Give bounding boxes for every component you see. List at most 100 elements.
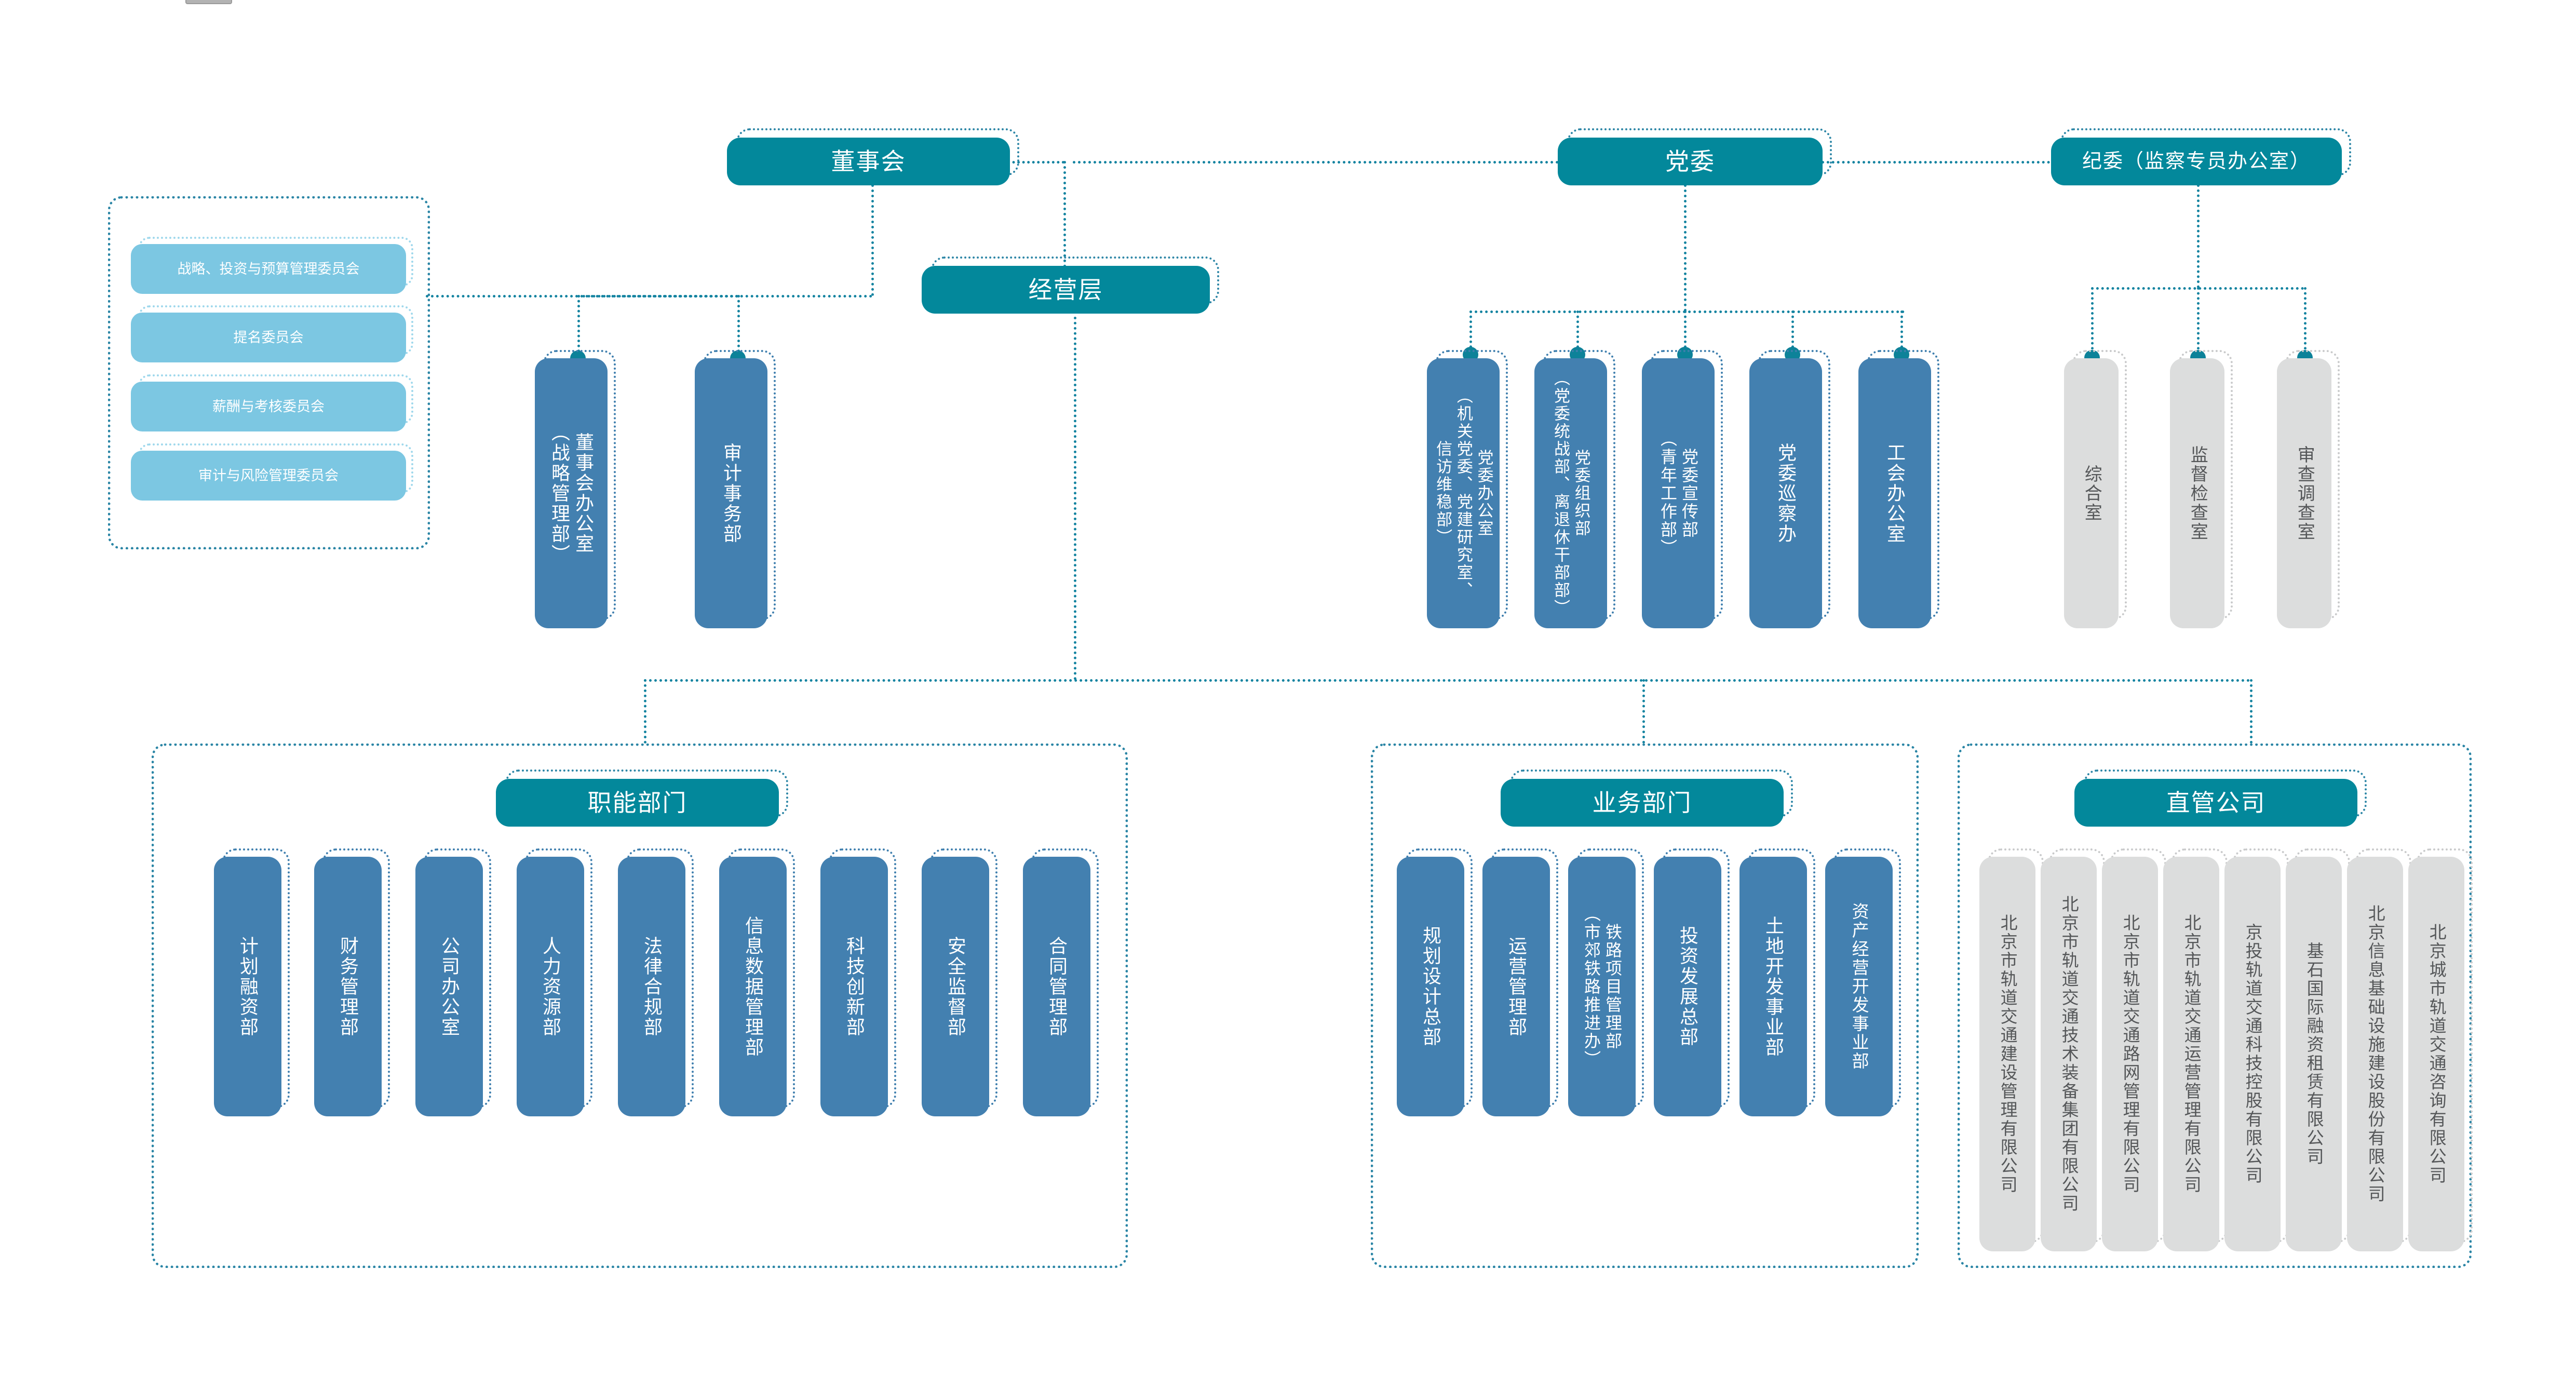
connector-board-right [1007,161,1064,164]
subsidiary-0[interactable]: 北京市轨道交通建设管理有限公司 [1979,848,2044,1251]
board-committee-frame [108,196,430,549]
connector-party-to-discipline [1822,161,2050,164]
subsidiary-label: 北京信息基础设施建设股份有限公司 [2366,905,2385,1204]
functional-department-5[interactable]: 信息数据管理部 [719,848,795,1116]
subsidiary-2[interactable]: 北京市轨道交通路网管理有限公司 [2102,848,2166,1251]
connector-board-child2 [737,295,740,357]
functional-department-label: 信息数据管理部 [743,915,764,1058]
committee-item-1[interactable]: 提名委员会 [131,305,413,362]
connector-board-right-down [1063,161,1066,273]
party-department-2[interactable]: 党委宣传部 （青年工作部） [1642,350,1723,628]
party-committee-node[interactable]: 党委 [1558,128,1832,185]
business-group-title[interactable]: 业务部门 [1501,770,1793,827]
connector-party-c5 [1900,310,1903,353]
subsidiary-6[interactable]: 北京信息基础设施建设股份有限公司 [2347,848,2411,1251]
subsidiary-label: 北京市轨道交通技术装备集团有限公司 [2059,895,2079,1213]
subsidiary-3[interactable]: 北京市轨道交通运营管理有限公司 [2163,848,2228,1251]
board-department-0[interactable]: 董事会办公室 （战略管理部） [535,350,616,628]
connector-board-down [871,184,874,296]
subsidiary-label: 基石国际融资租赁有限公司 [2304,942,2324,1166]
functional-department-label: 法律合规部 [641,936,663,1037]
connector-disc-c1 [2091,287,2094,355]
connector-disc-c2 [2197,287,2200,355]
party-department-label: 党委组织部 （党委统战部、离退休干部部） [1552,370,1590,617]
committee-label: 薪酬与考核委员会 [212,398,325,414]
subsidiary-label: 北京市轨道交通建设管理有限公司 [1998,914,2018,1194]
party-department-1[interactable]: 党委组织部 （党委统战部、离退休干部部） [1534,350,1615,628]
functional-department-label: 计划融资部 [237,936,259,1037]
connector-lower-right-drop [2250,679,2253,744]
business-department-0[interactable]: 规划设计总部 [1397,848,1473,1116]
party-department-0[interactable]: 党委办公室 （机关党委、党建研究室、 信访维稳部） [1427,350,1508,628]
connector-lower-mid-drop [1642,679,1645,744]
subsidiary-5[interactable]: 基石国际融资租赁有限公司 [2286,848,2350,1251]
connector-mgmt-down [1074,317,1076,680]
board-of-directors-node[interactable]: 董事会 [727,128,1019,185]
functional-department-7[interactable]: 安全监督部 [922,848,997,1116]
subsidiary-label: 北京市轨道交通运营管理有限公司 [2182,914,2202,1194]
subsidiary-label: 北京市轨道交通路网管理有限公司 [2121,914,2140,1194]
functional-group-title-label: 职能部门 [587,789,687,816]
business-department-label: 运营管理部 [1506,936,1528,1037]
discipline-department-1[interactable]: 监督检查室 [2170,350,2233,628]
functional-group-title[interactable]: 职能部门 [496,770,788,827]
business-department-1[interactable]: 运营管理部 [1482,848,1558,1116]
subsidiary-group-title-label: 直管公司 [2166,789,2266,816]
connector-party-children-bus [1469,310,1905,313]
business-group-title-label: 业务部门 [1592,789,1692,816]
subsidiary-group-frame [1958,744,2472,1268]
committee-item-0[interactable]: 战略、投资与预算管理委员会 [131,237,413,294]
board-department-1[interactable]: 审计事务部 [695,350,776,628]
functional-department-4[interactable]: 法律合规部 [618,848,694,1116]
business-department-4[interactable]: 土地开发事业部 [1739,848,1815,1116]
discipline-department-0[interactable]: 综合室 [2064,350,2127,628]
functional-department-6[interactable]: 科技创新部 [820,848,896,1116]
business-department-label: 铁路项目管理部 （市郊铁路推进办） [1582,905,1622,1069]
subsidiary-4[interactable]: 京投轨道交通科技控股有限公司 [2224,848,2289,1251]
management-layer-label: 经营层 [1028,276,1103,303]
business-department-3[interactable]: 投资发展总部 [1654,848,1730,1116]
functional-department-label: 公司办公室 [439,936,461,1037]
functional-department-8[interactable]: 合同管理部 [1023,848,1099,1116]
subsidiary-group-title[interactable]: 直管公司 [2074,770,2367,827]
business-department-label: 投资发展总部 [1677,926,1699,1047]
connector-lower-left-drop [644,679,646,744]
functional-department-3[interactable]: 人力资源部 [517,848,592,1116]
committee-item-3[interactable]: 审计与风险管理委员会 [131,443,413,501]
party-committee-label: 党委 [1665,147,1715,175]
business-department-label: 土地开发事业部 [1763,915,1785,1058]
functional-department-0[interactable]: 计划融资部 [214,848,290,1116]
party-department-3[interactable]: 党委巡察办 [1749,350,1830,628]
management-layer-node[interactable]: 经营层 [922,256,1219,314]
board-department-label: 董事会办公室 （战略管理部） [549,422,595,564]
subsidiary-1[interactable]: 北京市轨道交通技术装备集团有限公司 [2041,848,2105,1251]
business-department-2[interactable]: 铁路项目管理部 （市郊铁路推进办） [1568,848,1644,1116]
party-department-label: 党委办公室 （机关党委、党建研究室、 信访维稳部） [1434,387,1493,599]
connector-party-c4 [1791,310,1794,353]
subsidiary-7[interactable]: 北京城市轨道交通咨询有限公司 [2408,848,2473,1251]
discipline-committee-label: 纪委（监察专员办公室） [2082,150,2311,172]
business-department-label: 规划设计总部 [1420,926,1442,1047]
business-department-5[interactable]: 资产经营开发事业部 [1825,848,1901,1116]
business-group-frame [1371,744,1919,1268]
connector-party-down [1684,184,1687,312]
functional-department-label: 人力资源部 [540,936,562,1037]
board-label: 董事会 [831,147,906,175]
discipline-department-2[interactable]: 审查调查室 [2277,350,2340,628]
functional-department-2[interactable]: 公司办公室 [415,848,491,1116]
functional-department-1[interactable]: 财务管理部 [314,848,390,1116]
party-department-label: 党委巡察办 [1775,442,1797,544]
party-department-4[interactable]: 工会办公室 [1858,350,1939,628]
discipline-department-label: 综合室 [2082,464,2102,522]
functional-department-label: 安全监督部 [945,936,967,1037]
party-department-label: 党委宣传部 （青年工作部） [1658,429,1698,557]
subsidiary-label: 京投轨道交通科技控股有限公司 [2243,923,2263,1185]
discipline-committee-node[interactable]: 纪委（监察专员办公室） [2051,128,2351,185]
connector-disc-c3 [2304,287,2307,355]
connector-board-children-bus [577,295,738,298]
committee-item-2[interactable]: 薪酬与考核委员会 [131,374,413,431]
functional-department-label: 科技创新部 [844,936,866,1037]
board-department-label: 审计事务部 [721,442,743,544]
top-edge-stub [185,0,232,4]
